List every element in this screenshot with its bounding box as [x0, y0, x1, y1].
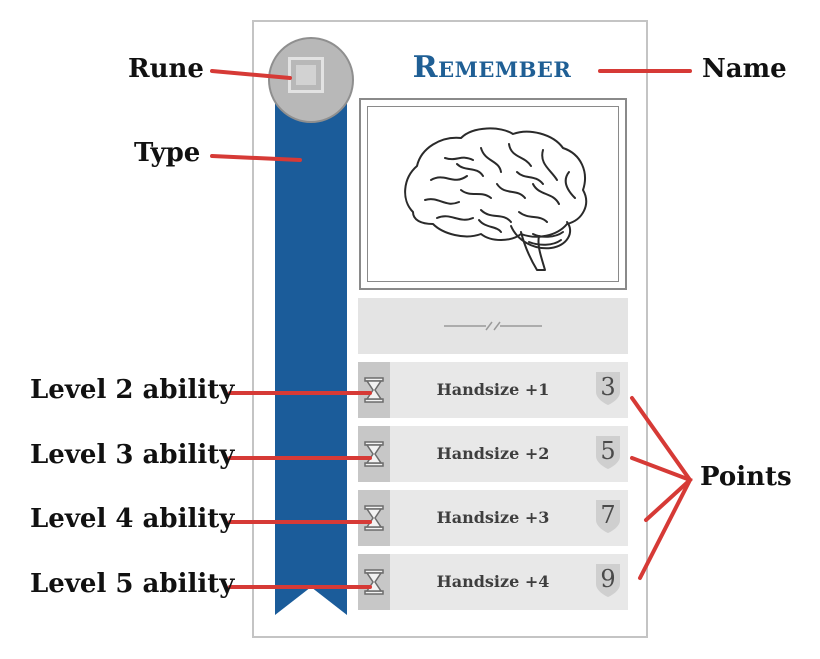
points-leader-lower [630, 456, 693, 580]
points-shield-icon [596, 372, 620, 405]
points-shield-icon [596, 500, 620, 533]
rune-leader [210, 69, 292, 80]
level3-label: Level 3 ability [30, 440, 235, 470]
ability-level-3: Handsize +2 5 [358, 426, 628, 482]
square-rune-icon [288, 57, 324, 93]
hourglass-icon [358, 490, 390, 546]
points-leader-upper [630, 396, 693, 522]
level2-label: Level 2 ability [30, 375, 235, 405]
ability-text: Handsize +4 [436, 572, 550, 591]
ability-level-2: Handsize +1 3 [358, 362, 628, 418]
hourglass-icon [358, 426, 390, 482]
points-shield-icon [596, 564, 620, 597]
rune-label: Rune [128, 54, 204, 84]
level4-label: Level 4 ability [30, 504, 235, 534]
type-label: Type [134, 138, 201, 168]
hourglass-icon [358, 362, 390, 418]
type-ribbon [275, 95, 347, 615]
ability-text: Handsize +2 [436, 444, 550, 463]
ability-text: Handsize +3 [436, 508, 550, 527]
ability-level-4: Handsize +3 7 [358, 490, 628, 546]
ability-level-5: Handsize +4 9 [358, 554, 628, 610]
ability-points: 3 [600, 373, 616, 401]
rune-circle [268, 37, 354, 123]
flavor-box [358, 298, 628, 354]
ability-points: 9 [600, 565, 616, 593]
art-frame [359, 98, 627, 290]
ability-points: 5 [600, 437, 616, 465]
name-label: Name [702, 54, 787, 84]
ability-points: 7 [600, 501, 616, 529]
points-label: Points [700, 462, 792, 492]
points-shield-icon [596, 436, 620, 469]
card-name: Remember [412, 50, 572, 85]
ability-text: Handsize +1 [436, 380, 550, 399]
type-leader [210, 154, 302, 162]
level5-label: Level 5 ability [30, 569, 235, 599]
flavor-divider [444, 321, 542, 331]
brain-illustration [404, 127, 588, 271]
